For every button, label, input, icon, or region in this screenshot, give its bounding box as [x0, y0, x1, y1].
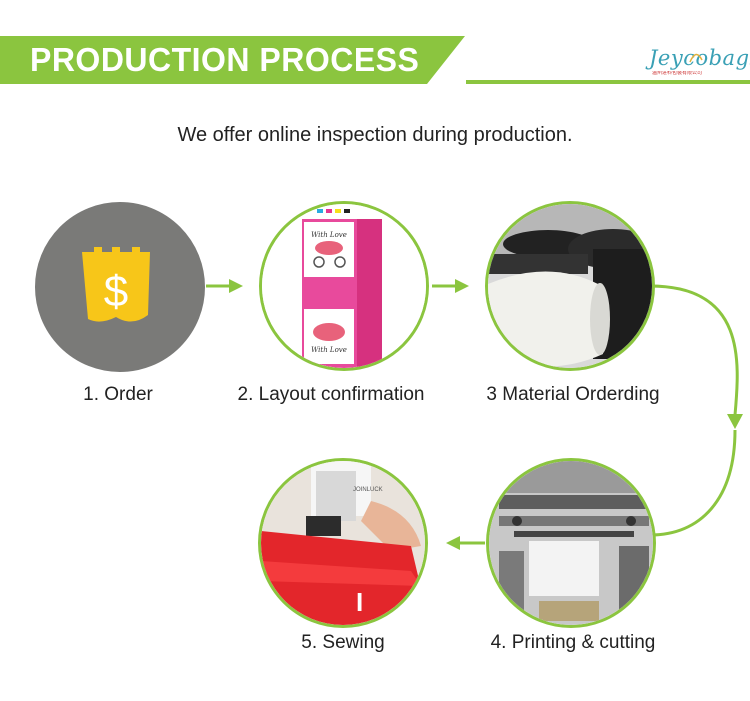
machine-label: JOINLUCK [353, 487, 383, 493]
step-order-label: 1. Order [83, 384, 153, 406]
step-sewing-label: 5. Sewing [301, 632, 384, 654]
printing-machine-photo [489, 461, 656, 628]
arrow-right-icon [229, 279, 243, 293]
dollar-tag-icon: $ [38, 205, 205, 372]
step-layout-circle: With Love With Love [259, 201, 429, 371]
arrow-down-icon [727, 414, 743, 429]
connector-curve [650, 286, 737, 415]
step-material-circle [485, 201, 655, 371]
step-printing-circle [486, 458, 656, 628]
step-order-circle: $ [35, 202, 205, 372]
step-sewing-circle: JOINLUCK I [258, 458, 428, 628]
sewing-photo: JOINLUCK I [261, 461, 428, 628]
card-text-2: With Love [311, 346, 347, 354]
connector-curve [650, 430, 735, 535]
material-rolls-photo [488, 204, 655, 371]
step-printing-label: 4. Printing & cutting [491, 632, 656, 654]
arrow-right-icon [455, 279, 469, 293]
svg-text:$: $ [104, 267, 128, 316]
svg-text:I: I [356, 587, 363, 617]
arrow-left-icon [446, 536, 460, 550]
card-text-1: With Love [311, 231, 347, 239]
step-material-label: 3 Material Orderding [486, 384, 659, 406]
step-layout-label: 2. Layout confirmation [238, 384, 425, 406]
layout-photo: With Love With Love [262, 204, 429, 371]
